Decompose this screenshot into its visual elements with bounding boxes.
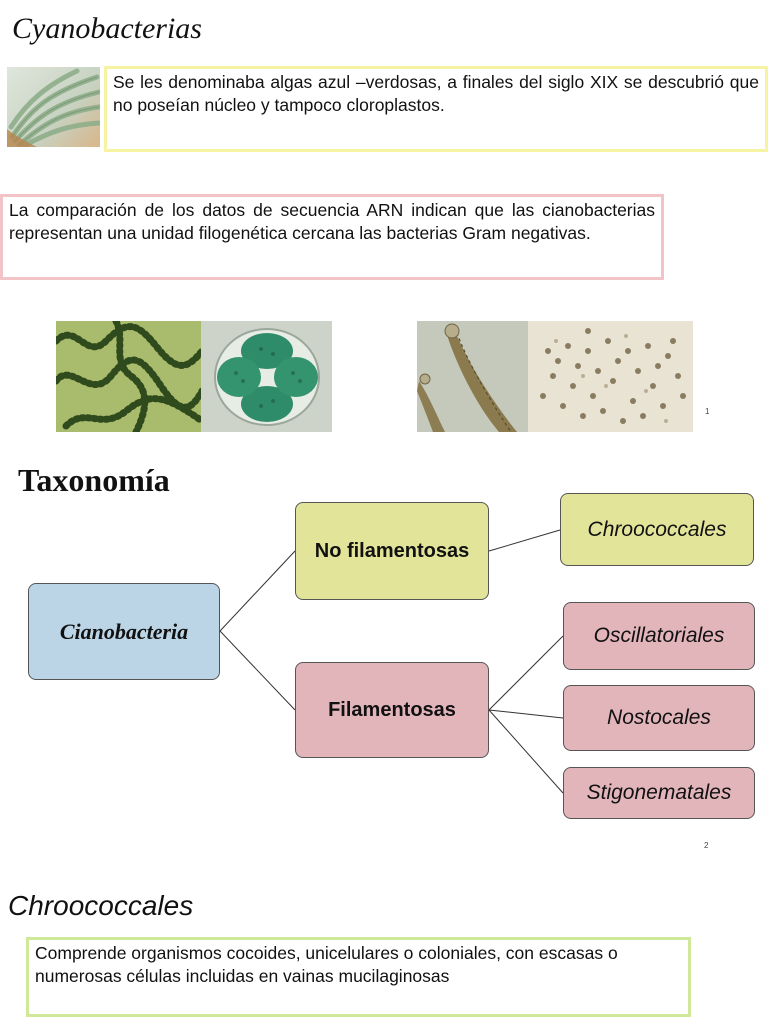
- page-title: Cyanobacterias: [12, 12, 202, 46]
- page-number: 1: [705, 407, 709, 416]
- taxonomy-node-stigonematales: Stigonematales: [563, 767, 755, 819]
- rna-comparison-text-box: La comparación de los datos de secuencia…: [0, 194, 664, 280]
- intro-text-box: Se les denominaba algas azul –verdosas, …: [104, 66, 768, 152]
- taxonomy-node-filamentosas: Filamentosas: [295, 662, 489, 758]
- filament-thumbnail-image: [7, 67, 100, 147]
- taxonomy-node-no-filamentosas: No filamentosas: [295, 502, 489, 600]
- filament-chain-micrograph: [56, 321, 202, 432]
- chroococcales-text-box: Comprende organismos cocoides, unicelula…: [26, 937, 691, 1017]
- four-cell-colony-micrograph: [201, 321, 332, 432]
- filament-trichome-micrograph: [417, 321, 529, 432]
- taxonomy-node-chroococcales: Chroococcales: [560, 493, 754, 566]
- taxonomy-node-nostocales: Nostocales: [563, 685, 755, 751]
- page-number: 2: [704, 841, 708, 850]
- taxonomy-title: Taxonomía: [18, 462, 170, 499]
- taxonomy-node-oscillatoriales: Oscillatoriales: [563, 602, 755, 670]
- taxonomy-node-cianobacteria: Cianobacteria: [28, 583, 220, 680]
- colonial-cells-micrograph: [528, 321, 693, 432]
- chroococcales-title: Chroococcales: [8, 890, 193, 922]
